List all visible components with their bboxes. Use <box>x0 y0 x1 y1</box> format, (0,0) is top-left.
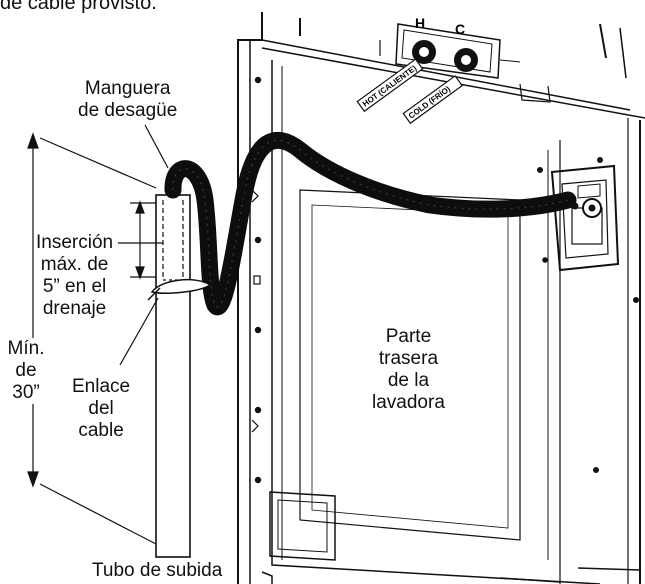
min-height-label-line1: Mín. <box>7 338 45 359</box>
washer-back-label: Parte trasera de la lavadora <box>372 326 445 414</box>
dimension-lines <box>27 124 169 545</box>
drain-hose-label-line1: Manguera <box>84 78 171 99</box>
insertion-label-line4: drenaje <box>42 298 107 319</box>
washer-back-label-line4: lavadora <box>372 392 445 413</box>
min-height-label-line3: 30” <box>12 382 40 403</box>
cable-tie <box>147 278 212 301</box>
cable-tie-label: Enlace del cable <box>72 376 130 442</box>
floor-feet <box>261 571 561 584</box>
cold-valve-letter: C <box>455 21 465 37</box>
drain-hose <box>164 132 577 316</box>
drain-hose-label-line2: de desagüe <box>78 100 178 121</box>
cable-tie-label-line3: cable <box>78 420 124 441</box>
washer-back-label-line1: Parte <box>385 326 432 347</box>
insertion-label-line1: Inserción <box>36 232 114 253</box>
standpipe <box>155 194 191 558</box>
drain-hose-label: Manguera de desagüe <box>78 78 177 122</box>
min-height-label-line2: de <box>15 360 37 381</box>
cable-tie-label-line1: Enlace <box>72 376 131 397</box>
insertion-label-line2: máx. de <box>40 254 109 275</box>
hot-tag-text: HOT (CALIENTE) <box>361 63 419 108</box>
insertion-label-line3: 5” en el <box>42 276 107 297</box>
cold-tag-text: COLD (FRÍO) <box>407 84 452 120</box>
min-height-label: Mín. de 30” <box>2 338 50 404</box>
washer-back-label-line2: trasera <box>378 348 439 369</box>
cable-tie-label-line2: del <box>88 398 114 419</box>
hot-valve-letter: H <box>415 15 425 31</box>
drain-outlet-box <box>550 164 620 272</box>
washer-back-label-line3: de la <box>387 370 430 391</box>
caption-fragment: de cable provisto. <box>0 0 157 14</box>
standpipe-label: Tubo de subida <box>92 560 223 581</box>
insertion-label: Inserción máx. de 5” en el drenaje <box>36 232 114 320</box>
